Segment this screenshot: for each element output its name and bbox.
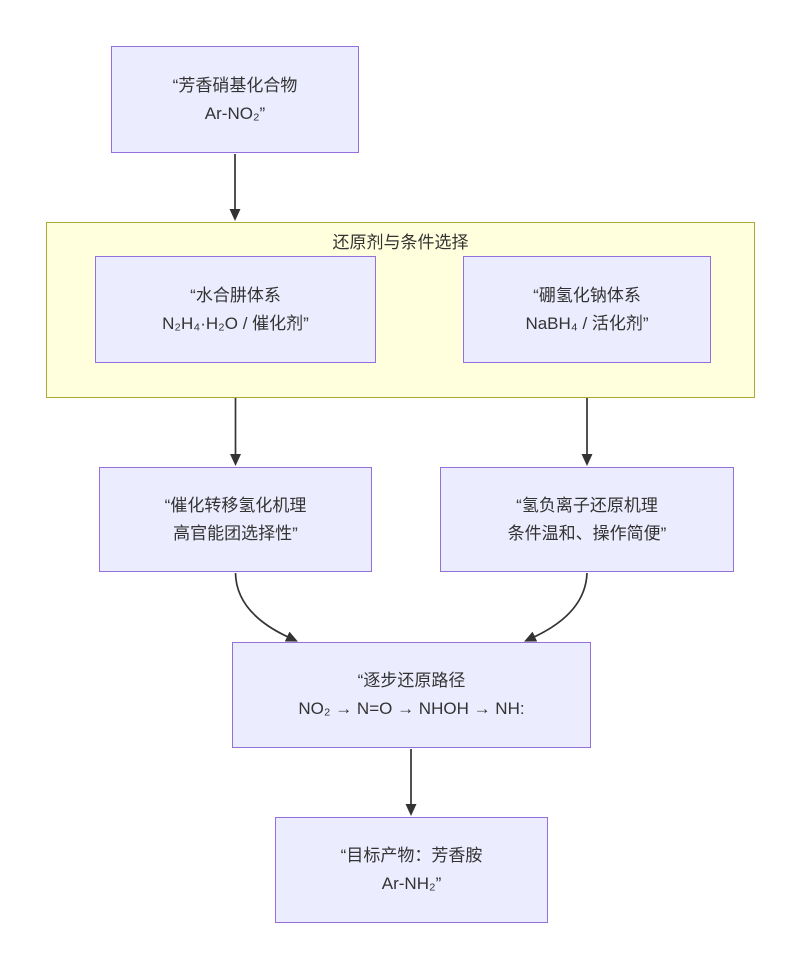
- node-start: “芳香硝基化合物 Ar-NO₂”: [111, 46, 359, 153]
- node-cth-mechanism: “催化转移氢化机理 高官能团选择性”: [99, 467, 372, 572]
- node-reduction-pathway: “逐步还原路径 NO₂ → N=O → NHOH → NH:: [232, 642, 591, 748]
- node-start-line1: “芳香硝基化合物: [172, 75, 298, 95]
- node-cth-line2: 高官能团选择性”: [173, 523, 298, 543]
- node-hydride-mechanism: “氢负离子还原机理 条件温和、操作简便”: [440, 467, 734, 572]
- node-hydrazine-line1: “水合肼体系: [190, 285, 281, 305]
- node-product-line1: “目标产物：芳香胺: [340, 846, 483, 865]
- node-start-line2: Ar-NO₂”: [204, 103, 266, 123]
- node-cth-line1: “催化转移氢化机理: [164, 495, 307, 515]
- cluster-label: 还原剂与条件选择: [332, 233, 469, 252]
- node-product-line2: Ar-NH₂”: [381, 874, 442, 893]
- node-borohydride: “硼氢化钠体系 NaBH₄ / 活化剂”: [463, 256, 711, 363]
- edge-hydride-to-pathway: [524, 572, 588, 642]
- edge-cth-to-pathway: [234, 572, 298, 642]
- node-hydrazine-line2: N₂H₄·H₂O / 催化剂”: [162, 313, 309, 333]
- node-pathway-line1: “逐步还原路径: [357, 671, 466, 690]
- node-product: “目标产物：芳香胺 Ar-NH₂”: [275, 817, 548, 923]
- node-borohydride-line1: “硼氢化钠体系: [533, 285, 641, 305]
- node-hydrazine: “水合肼体系 N₂H₄·H₂O / 催化剂”: [95, 256, 376, 363]
- node-hydride-line1: “氢负离子还原机理: [516, 495, 658, 515]
- node-hydride-line2: 条件温和、操作简便”: [507, 523, 667, 543]
- node-borohydride-line2: NaBH₄ / 活化剂”: [525, 313, 649, 333]
- node-pathway-line2: NO₂ → N=O → NHOH → NH:: [298, 699, 525, 718]
